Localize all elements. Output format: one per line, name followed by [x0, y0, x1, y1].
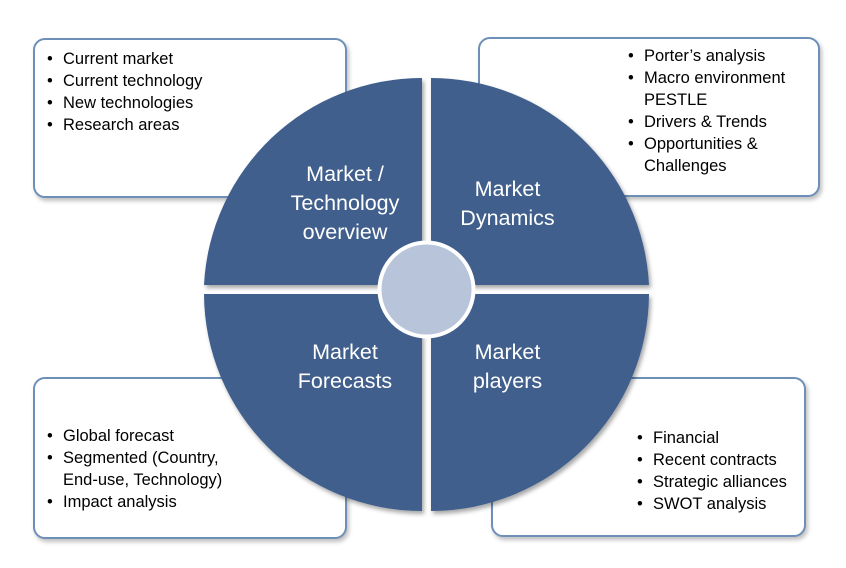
list-item: •Financial: [637, 429, 720, 447]
list-item: •Global forecast: [47, 427, 174, 445]
list-item: •Opportunities &Challenges: [628, 135, 758, 175]
list-item: •Drivers & Trends: [628, 113, 767, 131]
list-item: •Strategic alliances: [637, 473, 787, 491]
center-circle: [377, 240, 476, 339]
list-item: •Impact analysis: [47, 493, 177, 511]
list-item: •New technologies: [47, 94, 194, 112]
list-item: •Research areas: [47, 116, 180, 134]
label-market-dynamics: Market Dynamics: [460, 177, 555, 230]
box-technology-overview: •Current market •Current technology •New…: [33, 38, 347, 198]
quadrant-bottom-left: [204, 294, 422, 511]
list-item: •Porter’s analysis: [628, 47, 766, 65]
list-market-forecasts: •Global forecast •Segmented (Country,End…: [43, 425, 222, 513]
quadrant-top-left: [204, 77, 422, 286]
list-technology-overview: •Current market •Current technology •New…: [43, 48, 202, 136]
list-item: •Recent contracts: [637, 451, 777, 469]
list-item: •SWOT analysis: [637, 495, 767, 513]
quadrant-top-right: [431, 77, 649, 286]
label-market-technology-overview: Market / Technology overview: [290, 162, 400, 244]
label-market-forecasts: Market Forecasts: [297, 340, 393, 393]
list-market-players: •Financial •Recent contracts •Strategic …: [633, 427, 787, 515]
list-item: •Current technology: [47, 72, 203, 90]
label-market-players: Market players: [472, 340, 543, 393]
quadrant-bottom-right: [431, 294, 649, 511]
list-item: •Current market: [47, 50, 174, 68]
list-item: •Segmented (Country,End-use, Technology): [47, 449, 223, 489]
